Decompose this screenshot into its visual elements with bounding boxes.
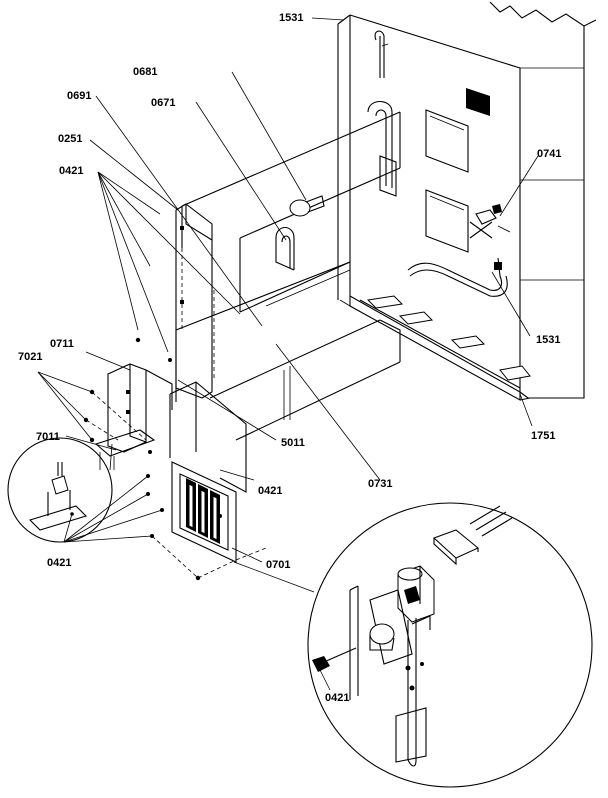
drain-tube-1531-right <box>407 257 508 297</box>
cap-0681 <box>289 195 325 217</box>
callout-1531-top: 1531 <box>279 12 303 24</box>
callout-0691: 0691 <box>67 90 91 102</box>
callout-0421-detail: 0421 <box>325 692 349 704</box>
callout-0731: 0731 <box>368 478 392 490</box>
side-bracket-0251 <box>175 203 213 399</box>
callout-0671: 0671 <box>151 97 175 109</box>
callout-0421-mid: 0421 <box>258 485 282 497</box>
callout-0741: 0741 <box>537 148 561 160</box>
callout-0421-upper: 0421 <box>59 165 83 177</box>
cabinet-floor-rail <box>339 295 531 401</box>
fitting-0741 <box>469 204 511 239</box>
callout-7011: 7011 <box>36 431 60 443</box>
callout-1531-right: 1531 <box>536 334 560 346</box>
cabinet-side-wall <box>337 1 597 399</box>
mounting-tray <box>175 111 401 441</box>
callout-0251: 0251 <box>58 133 82 145</box>
leader-lines <box>37 17 539 691</box>
callout-labels: 1531 0681 0691 0671 0251 0421 0741 0711 … <box>18 12 561 704</box>
louvered-grille-0701 <box>171 461 237 563</box>
u-bracket-upper <box>367 100 397 197</box>
callout-0701: 0701 <box>266 559 290 571</box>
bracket-0711 <box>107 363 173 453</box>
callout-0681: 0681 <box>133 66 157 78</box>
clip-0671 <box>275 226 295 271</box>
callout-1751: 1751 <box>531 430 555 442</box>
callout-0711: 0711 <box>50 338 74 350</box>
left-detail-circle <box>7 437 113 543</box>
clamp-7011 <box>94 429 156 470</box>
right-detail-circle <box>307 502 593 788</box>
callout-5011: 5011 <box>281 437 305 449</box>
callout-7021: 7021 <box>18 351 42 363</box>
detail-link-lines <box>109 443 315 593</box>
callout-0421-left: 0421 <box>47 557 71 569</box>
drain-tube-1531-top <box>374 30 389 78</box>
assembly-lines <box>85 366 291 579</box>
